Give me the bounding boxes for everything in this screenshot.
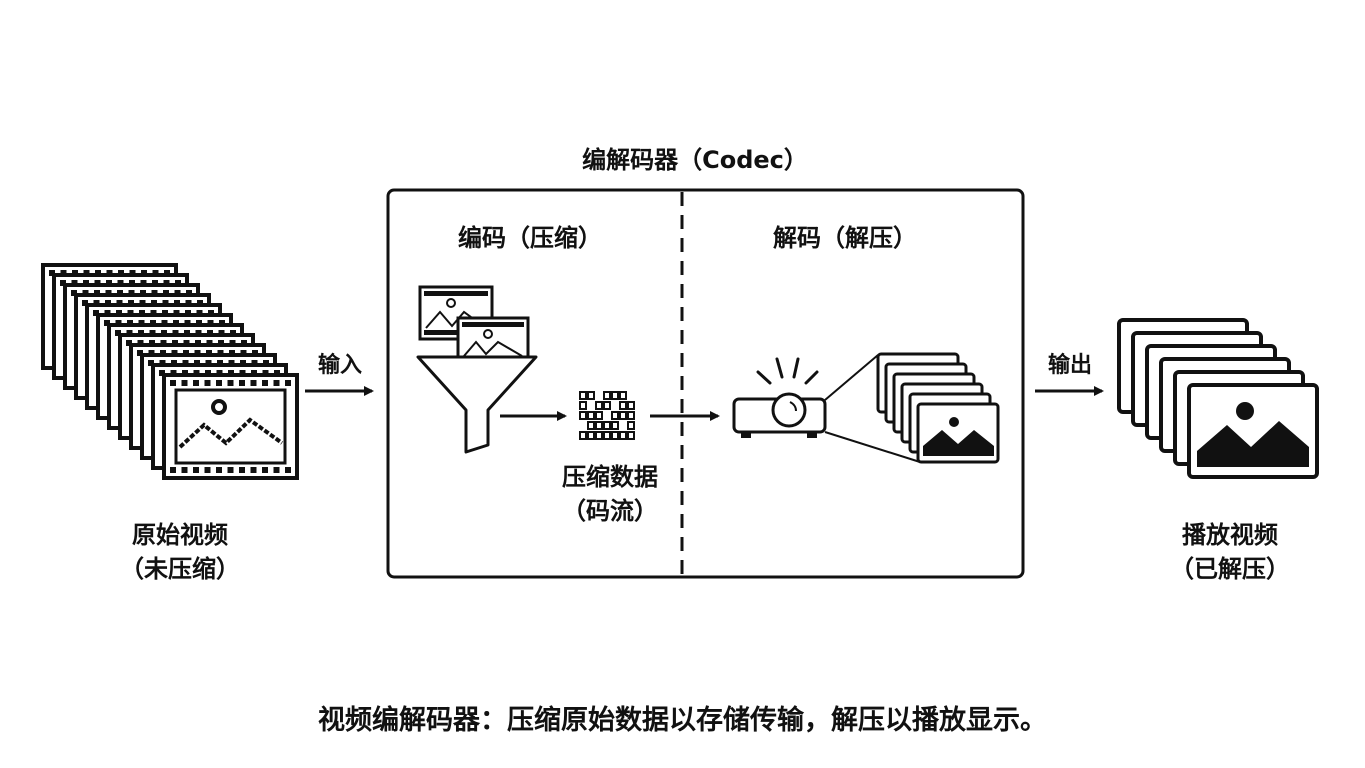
decode-label: 解码（解压）	[773, 224, 917, 252]
funnel-icon	[416, 285, 538, 454]
codec-title: 编解码器（Codec）	[582, 146, 808, 174]
encode-label: 编码（压缩）	[458, 224, 602, 252]
raw-video-label-line2: （未压缩）	[120, 555, 240, 583]
raw-video-label-line1: 原始视频	[132, 521, 228, 549]
projector-icon	[732, 354, 921, 463]
compressed-data-label: 压缩数据 （码流）	[520, 460, 700, 528]
decoded-frames-icon	[876, 352, 1000, 464]
compressed-data-label-line1: 压缩数据	[562, 463, 658, 491]
output-arrow-label: 输出	[1047, 353, 1092, 378]
playback-video-stack-icon	[1117, 318, 1319, 479]
film-frame	[162, 373, 299, 480]
input-arrow-label: 输入	[317, 353, 362, 378]
codec-box	[386, 188, 1025, 579]
playback-video-label-line2: （已解压）	[1170, 555, 1290, 583]
caption: 视频编解码器：压缩原始数据以存储传输，解压以播放显示。	[318, 705, 1047, 736]
bitstream-icon	[579, 391, 635, 440]
playback-video-label-line1: 播放视频	[1182, 521, 1278, 549]
playback-frame	[1187, 383, 1319, 479]
decoded-frame	[916, 402, 1000, 464]
raw-video-stack-icon	[41, 263, 299, 480]
playback-video-label: 播放视频 （已解压）	[1140, 518, 1320, 586]
raw-video-label: 原始视频 （未压缩）	[90, 518, 270, 586]
compressed-data-label-line2: （码流）	[562, 497, 658, 525]
